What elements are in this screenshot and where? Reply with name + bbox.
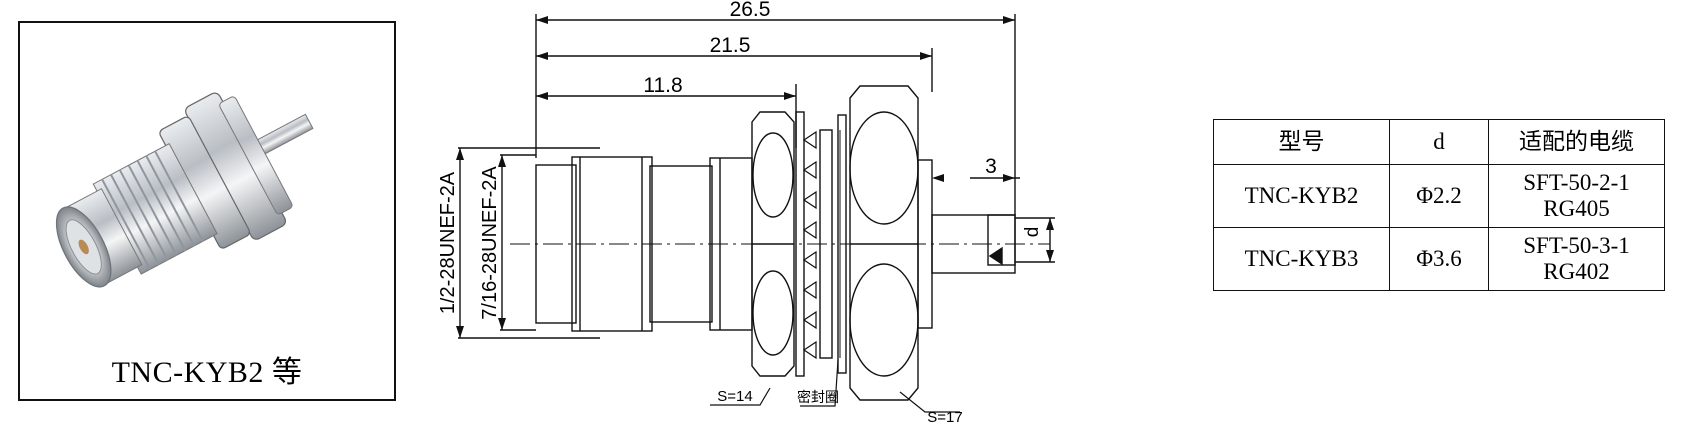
connector-photo	[55, 92, 314, 288]
cable-name: SFT-50-2-1	[1523, 170, 1630, 195]
dim-overall-label: 26.5	[730, 0, 771, 21]
dim-pin-label: 3	[985, 155, 997, 178]
product-photo-panel: TNC-KYB2 等	[18, 21, 396, 401]
photo-caption: TNC-KYB2 等	[111, 356, 303, 389]
cable-name: RG402	[1543, 259, 1610, 284]
header-d: d	[1389, 119, 1489, 165]
cell-d: Φ3.6	[1389, 227, 1489, 291]
spec-table: 型号 d 适配的电缆 TNC-KYB2 Φ2.2 SFT-50-2-1 RG40…	[1213, 119, 1665, 291]
cable-name: RG405	[1543, 196, 1610, 221]
cell-cable: SFT-50-2-1 RG405	[1488, 164, 1665, 228]
header-model: 型号	[1213, 119, 1390, 165]
table-row: TNC-KYB3 Φ3.6 SFT-50-3-1 RG402	[1213, 227, 1665, 291]
technical-drawing: 26.5 21.5 11.8 3 d 1/2-28UNEF-2A 7/16-28…	[440, 0, 1055, 426]
cable-name: SFT-50-3-1	[1523, 233, 1630, 258]
dim-body-label: 21.5	[710, 34, 751, 57]
table-row: TNC-KYB2 Φ2.2 SFT-50-2-1 RG405	[1213, 164, 1665, 228]
table-header-row: 型号 d 适配的电缆	[1213, 119, 1665, 165]
cell-d: Φ2.2	[1389, 164, 1489, 228]
header-cable: 适配的电缆	[1488, 119, 1665, 165]
cell-model: TNC-KYB3	[1213, 227, 1390, 291]
cell-cable: SFT-50-3-1 RG402	[1488, 227, 1665, 291]
cell-model: TNC-KYB2	[1213, 164, 1390, 228]
thread-inner-label: 7/16-28UNEF-2A	[479, 166, 501, 320]
hex-large-label: S=17	[927, 409, 962, 426]
hex-small-label: S=14	[717, 388, 752, 405]
dim-d-label: d	[1022, 227, 1043, 238]
gasket-label: 密封圈	[797, 389, 839, 405]
dim-front-label: 11.8	[643, 74, 682, 97]
thread-outer-label: 1/2-28UNEF-2A	[440, 171, 459, 314]
